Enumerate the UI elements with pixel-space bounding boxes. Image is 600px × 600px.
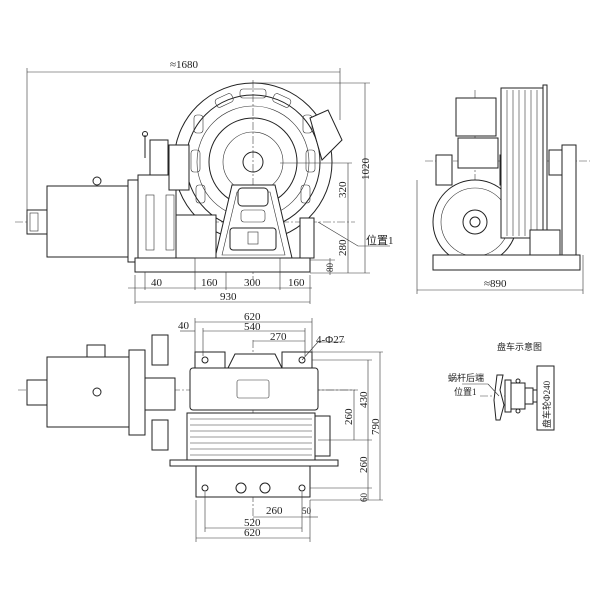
dim-center-to-top: 320: [337, 181, 349, 198]
dim-height-total: 1020: [360, 158, 372, 181]
plan-base-plate: [169, 459, 339, 467]
dim-260-upper: 260: [343, 408, 355, 425]
dim-foot-mid: 300: [244, 277, 261, 289]
handwheel: [536, 365, 555, 431]
dim-left-offset: 40: [151, 277, 163, 289]
worm-end-label: 蜗杆后端: [448, 372, 484, 383]
dim-center-height: 280: [337, 239, 349, 256]
side-sheave: [500, 87, 544, 239]
dim-overall-length: ≈1680: [170, 59, 199, 71]
manual-release: [149, 139, 169, 176]
dim-520: 520: [244, 517, 261, 529]
position-label: 位置1: [366, 233, 394, 247]
side-motor-housing: [455, 97, 497, 137]
detail-title: 盘车示意图: [497, 341, 542, 352]
side-base: [432, 254, 581, 271]
plan-view: 620 540 40 270 4-Φ27 430 260 790 260 60 …: [18, 311, 383, 542]
hole-callout: 4-Φ27: [316, 334, 345, 346]
dim-side-width: ≈890: [484, 278, 507, 290]
base-frame: [134, 257, 311, 273]
dim-50: 50: [302, 506, 312, 516]
worm-housing-ribbed: [186, 412, 316, 461]
plan-brake: [144, 377, 176, 411]
encoder: [26, 209, 48, 235]
motor: [46, 185, 130, 258]
handwheel-detail-view: 盘车示意图 蜗杆后端 位置1 盘车轮Φ240: [448, 341, 555, 431]
detail-position-label: 位置1: [454, 386, 477, 397]
dim-foot-left: 160: [201, 277, 218, 289]
dim-base-length: 930: [220, 291, 237, 303]
dim-hole-spacing: 540: [244, 321, 261, 333]
side-view: ≈890: [416, 84, 590, 294]
dim-half-270: 270: [270, 331, 287, 343]
gearbox-cover: [189, 367, 319, 411]
dim-base-height: 80: [325, 263, 335, 273]
dim-620-bottom: 620: [244, 527, 261, 539]
dim-foot-right: 160: [288, 277, 305, 289]
dim-260-bottom: 260: [266, 505, 283, 517]
handwheel-label: 盘车轮Φ240: [541, 380, 552, 428]
front-view: ≈1680 1020 320 280 80 40 160 300 160 930…: [15, 59, 394, 304]
dim-260-lower: 260: [358, 456, 370, 473]
dim-plan-width-top: 620: [244, 311, 261, 323]
dim-60: 60: [359, 493, 369, 503]
plan-motor: [46, 356, 130, 428]
dim-offset-40: 40: [178, 320, 190, 332]
dim-430: 430: [358, 391, 370, 408]
dim-790: 790: [370, 418, 382, 435]
